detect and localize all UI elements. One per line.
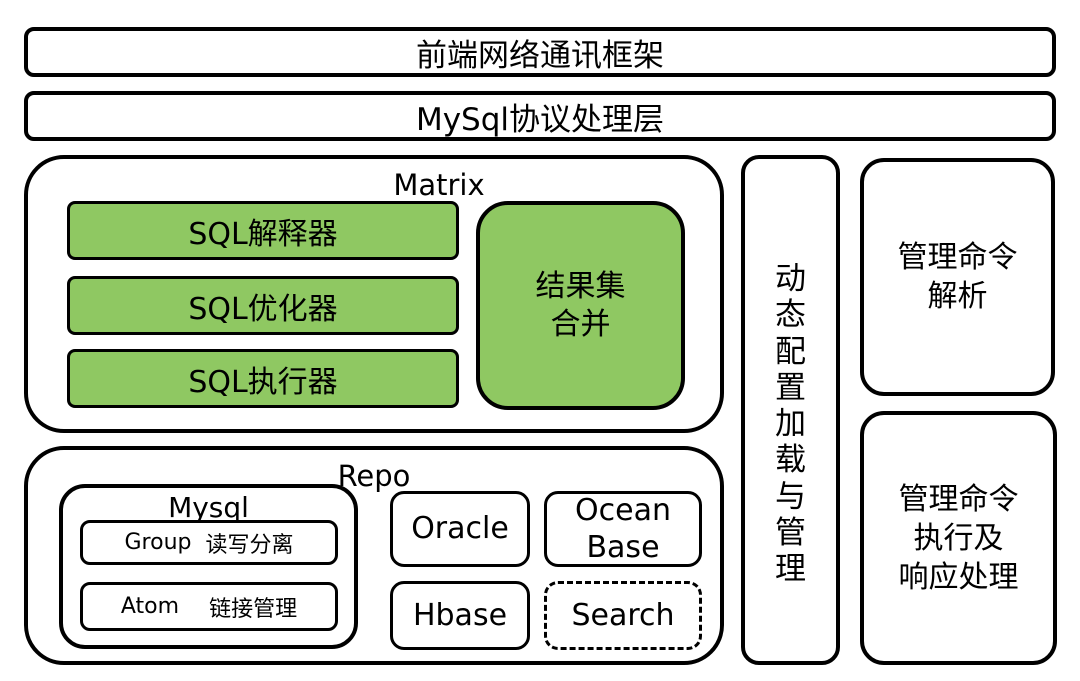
dynamic-config-label: 动态配置加载与管理	[775, 261, 806, 588]
sql-executor-box: SQL执行器	[67, 349, 459, 408]
result-merge-line-2: 合并	[550, 306, 611, 342]
admin-command-exec-box: 管理命令 执行及 响应处理	[860, 411, 1057, 665]
atom-name: Atom	[120, 594, 180, 619]
atom-desc: 链接管理	[209, 596, 298, 622]
mysql-protocol-layer: MySql协议处理层	[24, 91, 1056, 141]
group-name: Group	[124, 530, 192, 555]
sql-parser-label: SQL解释器	[188, 216, 338, 252]
hbase-label: Hbase	[412, 597, 508, 633]
matrix-title: Matrix	[393, 168, 485, 202]
dynamic-config-bar: 动态配置加载与管理	[741, 155, 840, 665]
sql-parser-box: SQL解释器	[67, 201, 459, 260]
sql-optimizer-label: SQL优化器	[188, 291, 338, 327]
result-merge-line-1: 结果集	[535, 269, 626, 304]
search-label: Search	[571, 597, 675, 633]
admin-parse-line-1: 管理命令	[897, 240, 1018, 275]
oceanbase-line-2: Base	[586, 530, 660, 565]
admin-exec-line-2: 执行及	[913, 520, 1004, 556]
frontend-network-label: 前端网络通讯框架	[416, 37, 664, 74]
oceanbase-box: Ocean Base	[544, 491, 702, 567]
group-desc: 读写分离	[205, 532, 294, 558]
sql-optimizer-box: SQL优化器	[67, 276, 459, 335]
oracle-label: Oracle	[411, 511, 509, 547]
group-box: Group 读写分离	[80, 520, 338, 565]
mysql-title: Mysql	[168, 491, 249, 524]
hbase-box: Hbase	[390, 581, 530, 650]
result-merge-box: 结果集 合并	[476, 201, 685, 410]
search-box: Search	[544, 581, 702, 650]
oceanbase-line-1: Ocean	[575, 492, 671, 528]
mysql-protocol-label: MySql协议处理层	[415, 101, 665, 138]
repo-title: Repo	[337, 459, 411, 493]
atom-box: Atom 链接管理	[80, 582, 338, 631]
admin-exec-line-1: 管理命令	[898, 481, 1019, 517]
admin-parse-line-2: 解析	[927, 279, 988, 314]
sql-executor-label: SQL执行器	[188, 364, 338, 400]
oracle-box: Oracle	[390, 491, 530, 567]
frontend-network-layer: 前端网络通讯框架	[24, 27, 1056, 77]
admin-command-parse-box: 管理命令 解析	[860, 158, 1055, 396]
admin-exec-line-3: 响应处理	[898, 559, 1019, 595]
